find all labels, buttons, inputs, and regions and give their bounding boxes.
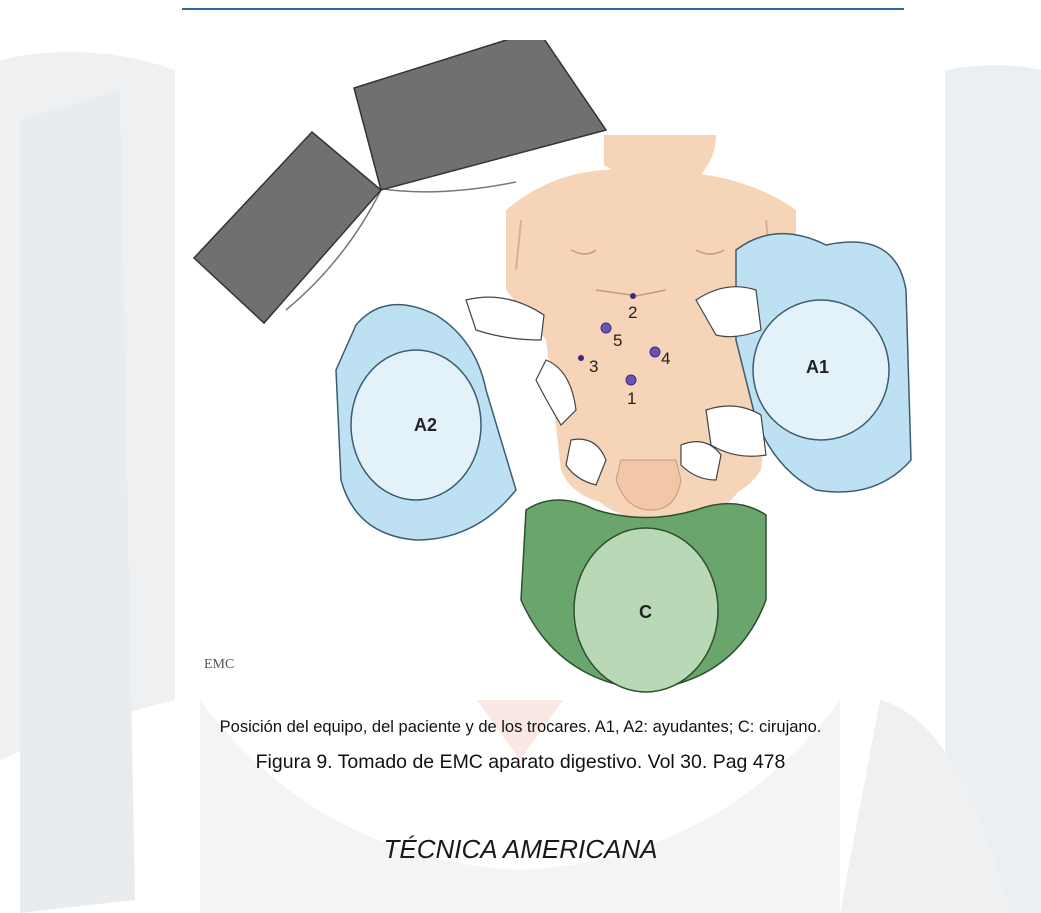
section-title: TÉCNICA AMERICANA <box>0 834 1041 865</box>
label-a2: A2 <box>414 415 437 435</box>
trocar-1 <box>626 375 636 385</box>
label-c: C <box>639 602 652 622</box>
trocar-5 <box>601 323 611 333</box>
trocar-3 <box>578 355 584 361</box>
surgical-position-illustration: 1 2 3 4 5 A1 A2 C EMC <box>176 40 944 700</box>
trocar-label-3: 3 <box>589 357 598 376</box>
trocar-label-2: 2 <box>628 303 637 322</box>
emc-signature: EMC <box>204 657 234 672</box>
trocar-label-5: 5 <box>613 331 622 350</box>
trocar-label-4: 4 <box>661 349 670 368</box>
trocar-2 <box>630 293 636 299</box>
trocar-label-1: 1 <box>627 389 636 408</box>
trocar-4 <box>650 347 660 357</box>
header-rule <box>182 8 904 10</box>
label-a1: A1 <box>806 357 829 377</box>
figure-source: Figura 9. Tomado de EMC aparato digestiv… <box>0 751 1041 774</box>
figure-description: Posición del equipo, del paciente y de l… <box>0 718 1041 737</box>
